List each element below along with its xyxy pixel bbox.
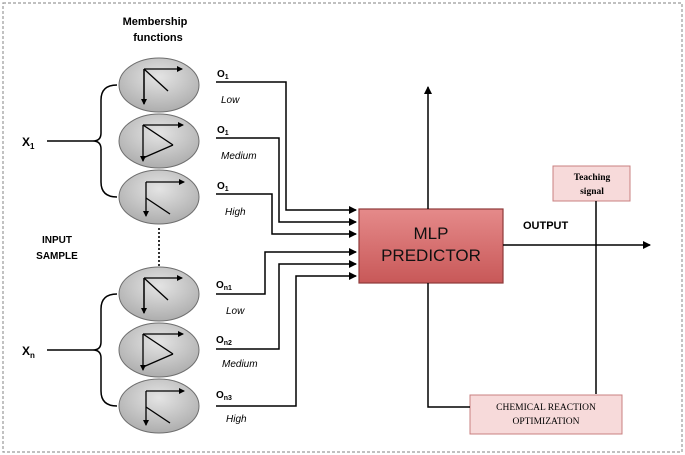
input-xn-brace <box>92 293 118 407</box>
membership-ellipse-2 <box>118 113 200 169</box>
membership-level-4: Low <box>226 306 245 317</box>
membership-connectors <box>216 81 357 407</box>
mlp-label-line1: MLP <box>414 224 449 243</box>
membership-header-line2: functions <box>133 32 183 44</box>
membership-ellipse-1 <box>118 57 200 113</box>
membership-output-4: On1 <box>216 280 232 292</box>
output-label: OUTPUT <box>523 220 569 232</box>
membership-low-icon <box>141 275 183 314</box>
membership-level-3: High <box>225 207 246 218</box>
membership-header-line1: Membership <box>123 16 188 28</box>
teaching-signal-line2: signal <box>580 187 604 197</box>
membership-output-2: O1 <box>217 125 229 137</box>
membership-level-1: Low <box>221 95 240 106</box>
input-sample-line2: SAMPLE <box>36 251 78 262</box>
membership-ellipse-6 <box>118 378 200 434</box>
membership-medium-icon <box>140 331 184 371</box>
input-x1-brace <box>92 84 118 198</box>
membership-output-1: O1 <box>217 69 229 81</box>
membership-low-icon <box>141 66 183 105</box>
membership-output-6: On3 <box>216 390 232 402</box>
membership-ellipse-5 <box>118 322 200 378</box>
membership-ellipse-4 <box>118 266 200 322</box>
membership-output-5: On2 <box>216 335 232 347</box>
cro-label-line2: OPTIMIZATION <box>512 417 579 427</box>
teaching-signal-box <box>552 165 631 202</box>
membership-level-5: Medium <box>222 359 258 370</box>
membership-output-labels: O1 Low O1 Medium O1 High On1 Low On2 Med… <box>216 69 258 425</box>
cro-label-line1: CHEMICAL REACTION <box>496 403 596 413</box>
cro-box <box>469 394 623 435</box>
membership-level-6: High <box>226 414 247 425</box>
membership-level-2: Medium <box>221 151 257 162</box>
cro-feedback-line <box>427 283 470 408</box>
membership-output-3: O1 <box>217 181 229 193</box>
input-sample-line1: INPUT <box>42 235 72 246</box>
input-xn-label: Xn <box>22 344 35 360</box>
membership-ellipse-3 <box>118 169 200 225</box>
membership-high-icon <box>143 388 185 426</box>
mlp-label-line2: PREDICTOR <box>381 246 481 265</box>
input-x1-label: X1 <box>22 135 35 151</box>
teaching-signal-line1: Teaching <box>574 173 611 183</box>
mlp-predictor-box <box>358 208 504 284</box>
membership-high-icon <box>143 179 185 217</box>
membership-medium-icon <box>140 122 184 162</box>
